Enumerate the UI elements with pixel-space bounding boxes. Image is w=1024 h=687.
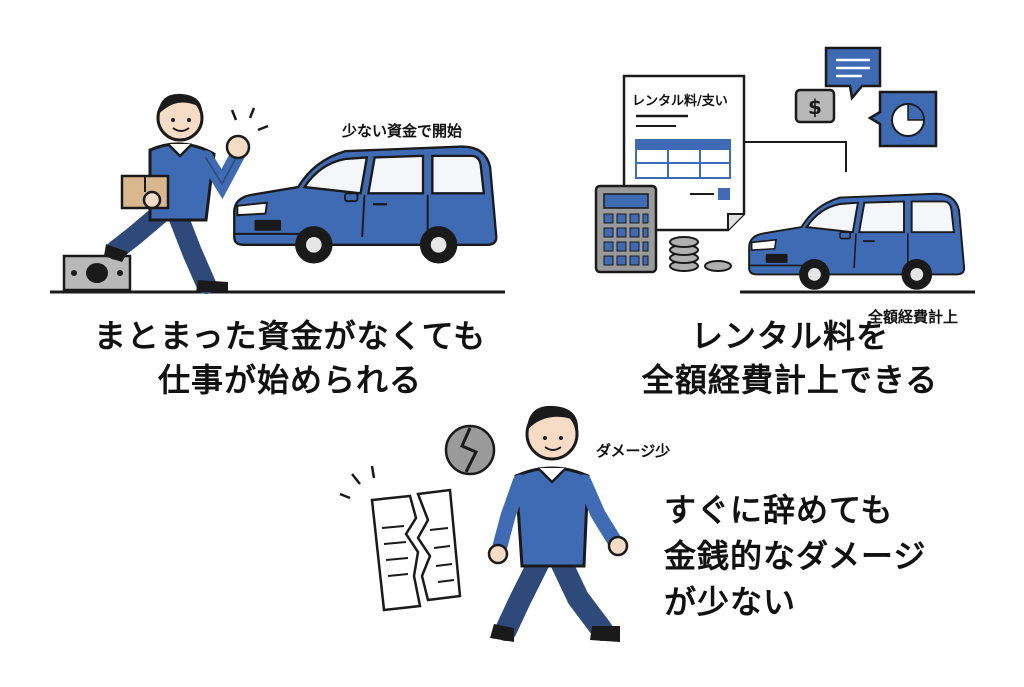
panel-start-caption: 少ない資金で開始 bbox=[342, 122, 463, 140]
van-icon bbox=[748, 192, 966, 291]
panel-expense-caption: 全額経費計上 bbox=[868, 308, 959, 326]
svg-text:$: $ bbox=[808, 95, 822, 119]
broken-heart-icon bbox=[444, 424, 496, 476]
panel-quit-headline-line1: すぐに辞めても bbox=[664, 491, 894, 529]
man-running-icon bbox=[104, 93, 269, 294]
invoice-document-title: レンタル料/支い bbox=[632, 94, 728, 109]
panel-expense-headline-line1: レンタル料を bbox=[690, 317, 889, 355]
panel-start-headline-line1: まとまった資金がなくても bbox=[93, 317, 487, 355]
man-walking-icon bbox=[487, 405, 629, 642]
panel-expense-illustration: $ bbox=[594, 46, 975, 294]
panel-quit-headline-line2: 金銭的なダメージ bbox=[664, 537, 927, 575]
cash-bill-icon bbox=[62, 254, 132, 292]
torn-document-icon bbox=[339, 465, 462, 612]
panel-start-illustration bbox=[50, 93, 505, 294]
panel-quit-caption: ダメージ少 bbox=[596, 442, 671, 460]
van-icon bbox=[233, 145, 498, 265]
panel-expense-headline-line2: 全額経費計上できる bbox=[641, 361, 939, 399]
panel-quit-illustration bbox=[339, 405, 629, 642]
panel-quit-headline-line3: が少ない bbox=[664, 583, 797, 621]
calculator-icon bbox=[594, 184, 658, 274]
coins-icon bbox=[669, 236, 732, 272]
pie-chart-icon bbox=[867, 90, 938, 148]
panel-start-headline-line2: 仕事が始められる bbox=[157, 361, 422, 399]
chat-bubble-icon bbox=[824, 46, 882, 101]
dollar-bubble-icon: $ bbox=[794, 88, 836, 124]
